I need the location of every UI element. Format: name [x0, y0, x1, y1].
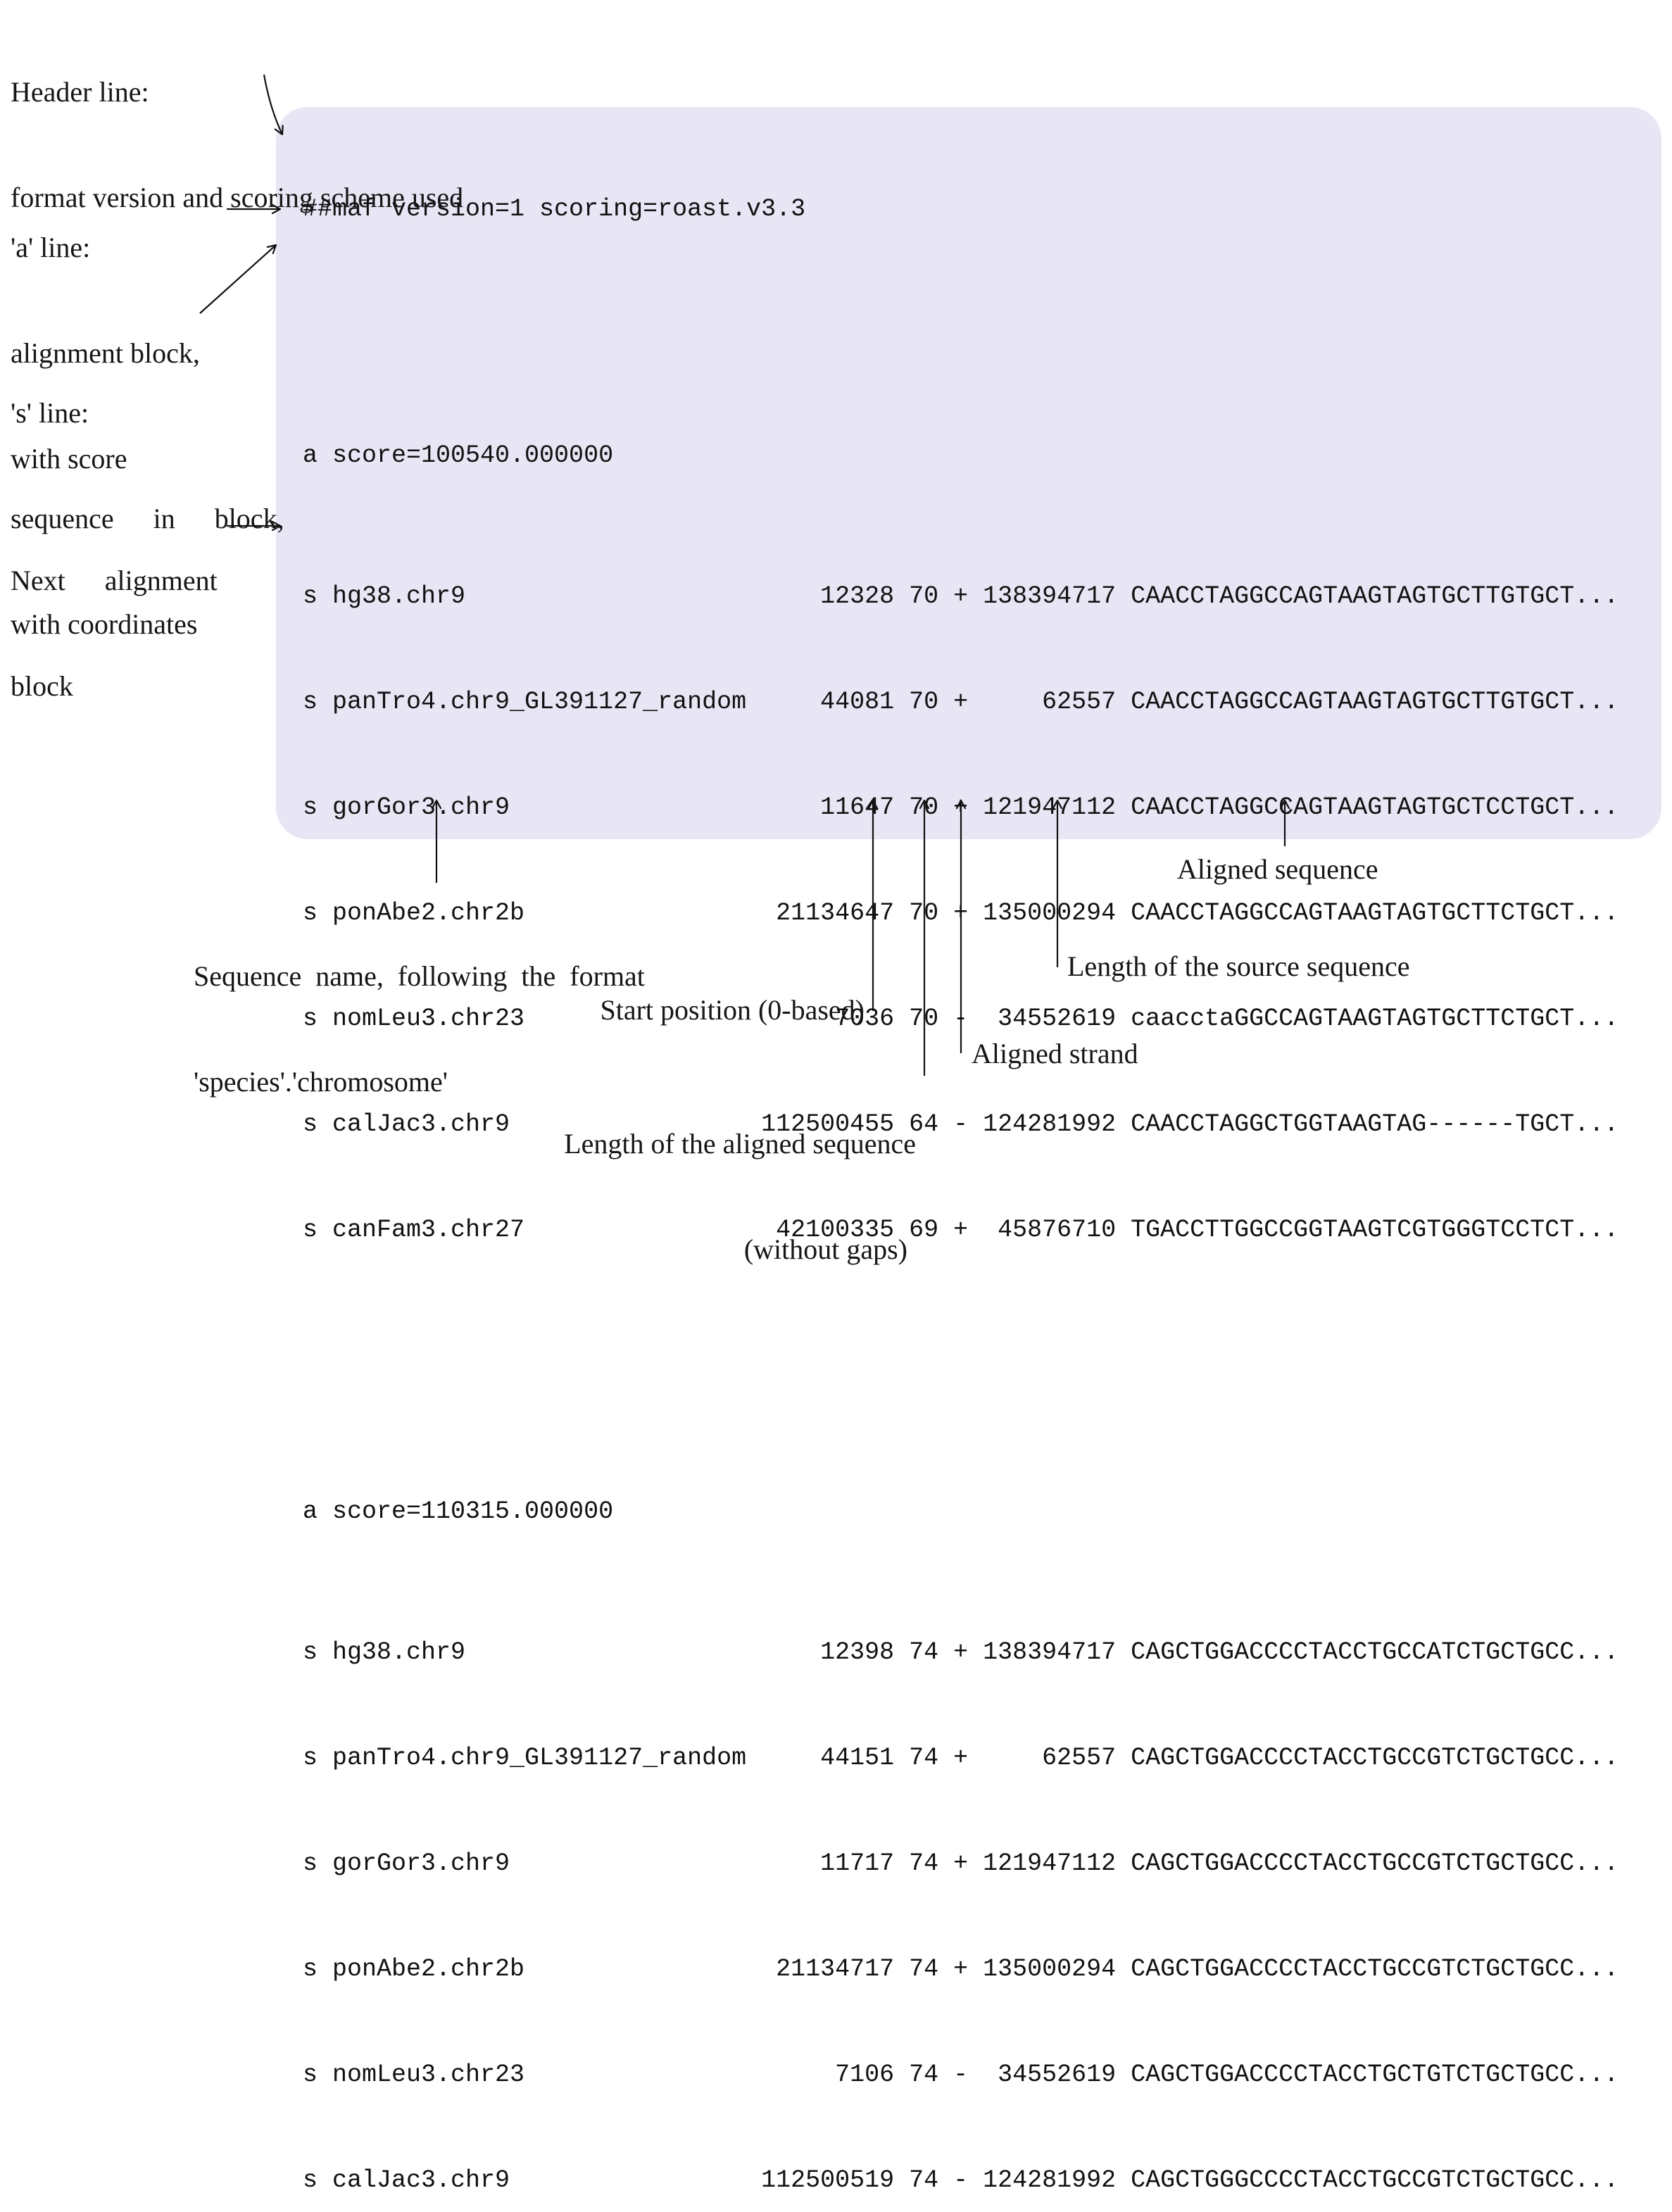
start-position-note: Start position (0-based)	[600, 994, 865, 1026]
s-line-note-line2: sequence in block,	[11, 503, 284, 534]
aligned-strand-note: Aligned strand	[972, 1038, 1138, 1069]
a-line-note: 'a' line: alignment block, with score	[11, 160, 200, 512]
arrow-s-line	[199, 244, 277, 314]
blank-line	[303, 297, 1618, 332]
sequence-name-note: Sequence name, following the format 'spe…	[194, 888, 645, 1135]
next-block-note: Next alignment block	[11, 493, 218, 739]
a-line-note-line2: alignment block,	[11, 337, 200, 369]
maf-header-line: ##maf version=1 scoring=roast.v3.3	[303, 195, 806, 223]
maf-file-box	[276, 107, 1661, 839]
maf-a-line-block2: a score=110315.000000	[303, 1497, 614, 1526]
s-line-note: 's' line: sequence in block, with coordi…	[11, 325, 284, 677]
next-block-note-line2: block	[11, 670, 73, 702]
maf-format-diagram: { "colors": { "box_bg": "#e8e5f4", "text…	[11, 4, 1661, 2194]
s-line-note-line3: with coordinates	[11, 608, 198, 640]
header-line-note: Header line: format version and scoring …	[11, 4, 463, 251]
header-line-note-line2: format version and scoring scheme used	[11, 182, 464, 213]
sequence-name-note-line1: Sequence name, following the format	[194, 960, 645, 992]
aligned-sequence-note: Aligned sequence	[1177, 853, 1378, 885]
next-block-note-line1: Next alignment	[11, 565, 218, 596]
header-line-note-line1: Header line:	[11, 76, 149, 108]
a-line-note-line1: 'a' line:	[11, 232, 91, 263]
aligned-length-note-line2: (without gaps)	[743, 1233, 907, 1265]
aligned-length-note: Length of the aligned sequence (without …	[493, 1056, 916, 1302]
source-length-note: Length of the source sequence	[1067, 950, 1410, 982]
sequence-name-note-line2: 'species'.'chromosome'	[194, 1066, 448, 1098]
maf-a-line-block1: a score=100540.000000	[303, 441, 614, 470]
s-line-note-line1: 's' line:	[11, 397, 89, 429]
aligned-length-note-line1: Length of the aligned sequence	[564, 1128, 916, 1160]
a-line-note-line3: with score	[11, 443, 127, 475]
blank-line	[303, 1353, 1618, 1388]
